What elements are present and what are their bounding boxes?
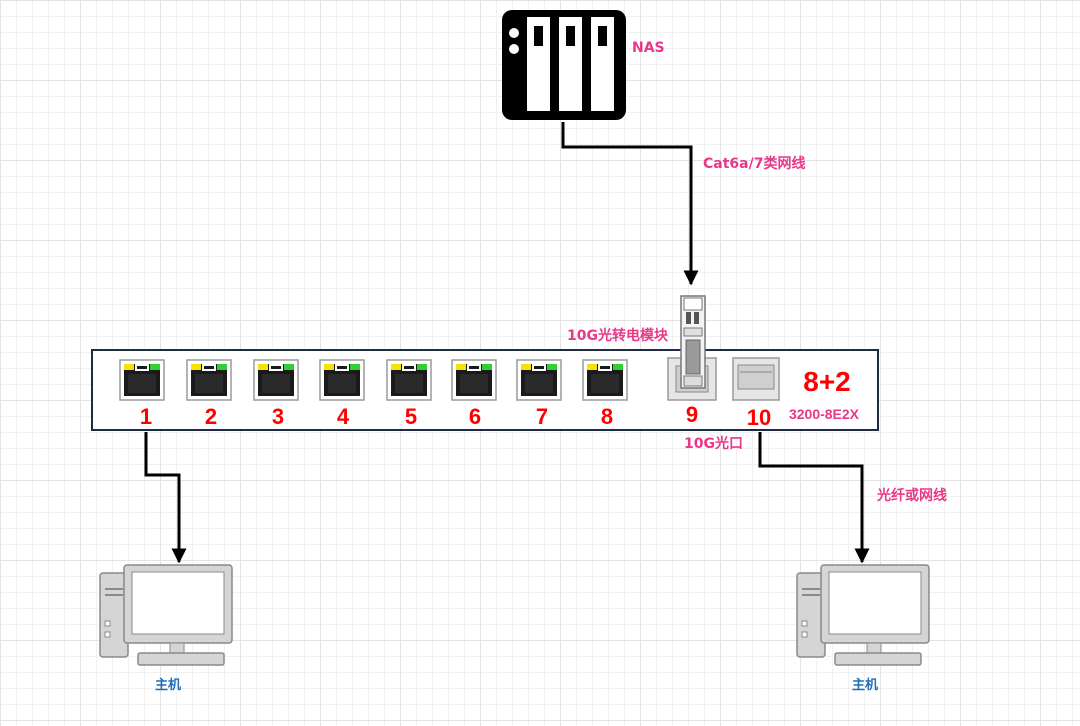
rj45-port-3[interactable] xyxy=(253,359,299,401)
rj45-port-8[interactable] xyxy=(582,359,628,401)
nas-label: NAS xyxy=(632,40,665,56)
port-number-4: 4 xyxy=(337,404,350,429)
desktop-computer-icon xyxy=(796,564,930,666)
port-number-6: 6 xyxy=(469,404,481,429)
port-number-3: 3 xyxy=(272,404,284,429)
host-right-label: 主机 xyxy=(852,677,878,693)
rj45-port-2[interactable] xyxy=(186,359,232,401)
nas-to-module-cable xyxy=(561,122,699,286)
optical-port-label: 10G光口 xyxy=(684,435,743,452)
host-left-label: 主机 xyxy=(155,677,181,693)
rj45-port-5[interactable] xyxy=(386,359,432,401)
rj45-port-4[interactable] xyxy=(319,359,365,401)
port-number-5: 5 xyxy=(405,404,417,429)
sfp-port-10[interactable] xyxy=(732,357,780,401)
port1-to-host-cable xyxy=(144,432,187,564)
port-number-7: 7 xyxy=(536,404,548,429)
desktop-computer-icon xyxy=(99,564,233,666)
port-number-10: 10 xyxy=(747,405,771,430)
port-number-2: 2 xyxy=(205,404,217,429)
switch-model: 3200-8E2X xyxy=(789,406,860,422)
rj45-port-6[interactable] xyxy=(451,359,497,401)
port-number-8: 8 xyxy=(601,404,613,429)
nas-server-icon xyxy=(502,10,626,120)
10g-transceiver-module-icon xyxy=(680,295,706,389)
right-cable-label: 光纤或网线 xyxy=(876,487,947,504)
rj45-port-7[interactable] xyxy=(516,359,562,401)
port-number-9: 9 xyxy=(686,402,698,427)
port-number-1: 1 xyxy=(140,404,152,429)
port10-to-host-cable xyxy=(758,432,870,564)
module-label: 10G光转电模块 xyxy=(567,327,669,344)
switch-name: 8+2 xyxy=(803,366,851,397)
rj45-port-1[interactable] xyxy=(119,359,165,401)
nas-cable-label: Cat6a/7类网线 xyxy=(703,155,805,172)
